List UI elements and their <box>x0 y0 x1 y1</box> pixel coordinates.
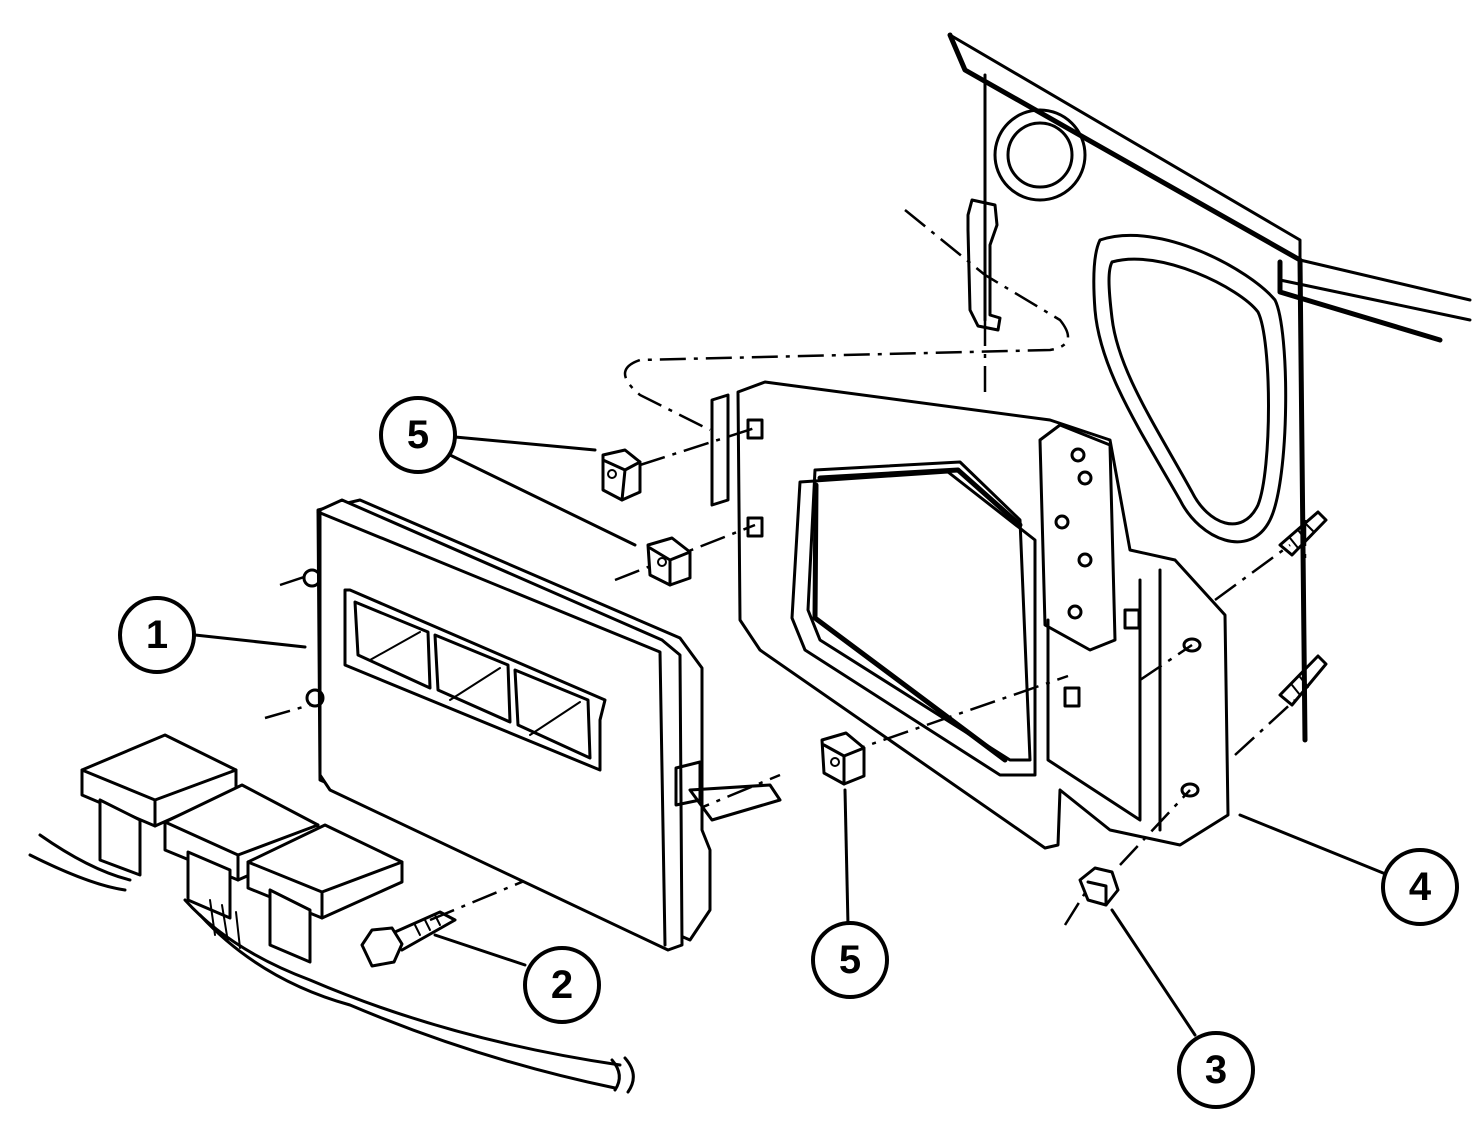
callout-2: 2 <box>523 946 601 1024</box>
callout-label-5-upper: 5 <box>407 413 429 457</box>
wiring-harness <box>28 733 635 1094</box>
bracket-studs <box>1278 510 1328 707</box>
callout-5-upper: 5 <box>379 396 457 474</box>
control-module <box>302 498 782 952</box>
callout-1: 1 <box>118 596 196 674</box>
callout-4: 4 <box>1381 848 1459 926</box>
callout-label-5-lower: 5 <box>839 938 861 982</box>
callout-5-lower: 5 <box>811 921 889 999</box>
leader-lines <box>193 435 1390 1037</box>
mounting-bolt <box>360 910 457 968</box>
clip-nut-middle <box>646 536 692 587</box>
callout-3: 3 <box>1177 1031 1255 1109</box>
callout-label-1: 1 <box>146 613 168 657</box>
clip-nut-lower <box>820 731 866 786</box>
clip-nut-upper <box>601 448 642 502</box>
hex-nut <box>1078 866 1120 907</box>
callout-label-3: 3 <box>1205 1048 1227 1092</box>
callout-label-4: 4 <box>1409 865 1432 909</box>
body-panel <box>947 32 1472 743</box>
mounting-bracket <box>710 380 1230 850</box>
callout-label-2: 2 <box>551 963 573 1007</box>
